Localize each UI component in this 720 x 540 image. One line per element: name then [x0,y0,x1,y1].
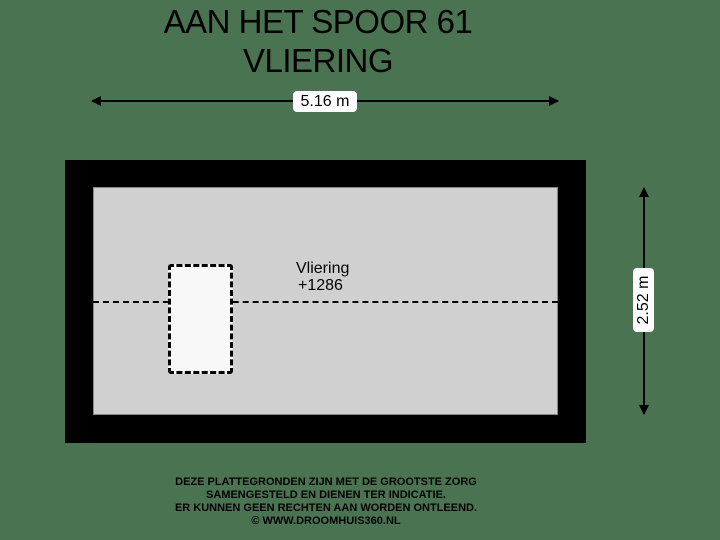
copyright-line: © WWW.DROOMHUIS360.NL [251,515,401,527]
floor-title: VLIERING [242,42,394,79]
arrow-left-icon [91,96,101,106]
roof-hatch [168,264,233,374]
depth-label: 2.52 m [633,268,654,332]
room-name: Vliering [296,260,350,277]
ridge-line [93,301,558,303]
room-label: Vliering +1286 [296,260,349,294]
depth-label-text: 2.52 m [634,275,652,325]
disclaimer-line: DEZE PLATTEGRONDEN ZIJN MET DE GROOTSTE … [175,476,477,488]
disclaimer-line: SAMENGESTELD EN DIENEN TER INDICATIE. [206,489,446,501]
room-level: +1286 [298,277,343,294]
disclaimer: DEZE PLATTEGRONDEN ZIJN MET DE GROOTSTE … [0,476,652,528]
arrow-up-icon [639,187,649,197]
arrow-right-icon [549,96,559,106]
width-label: 5.16 m [293,91,357,112]
disclaimer-line: ER KUNNEN GEEN RECHTEN AAN WORDEN ONTLEE… [174,502,478,514]
address-title: AAN HET SPOOR 61 [163,3,473,40]
arrow-down-icon [639,405,649,415]
